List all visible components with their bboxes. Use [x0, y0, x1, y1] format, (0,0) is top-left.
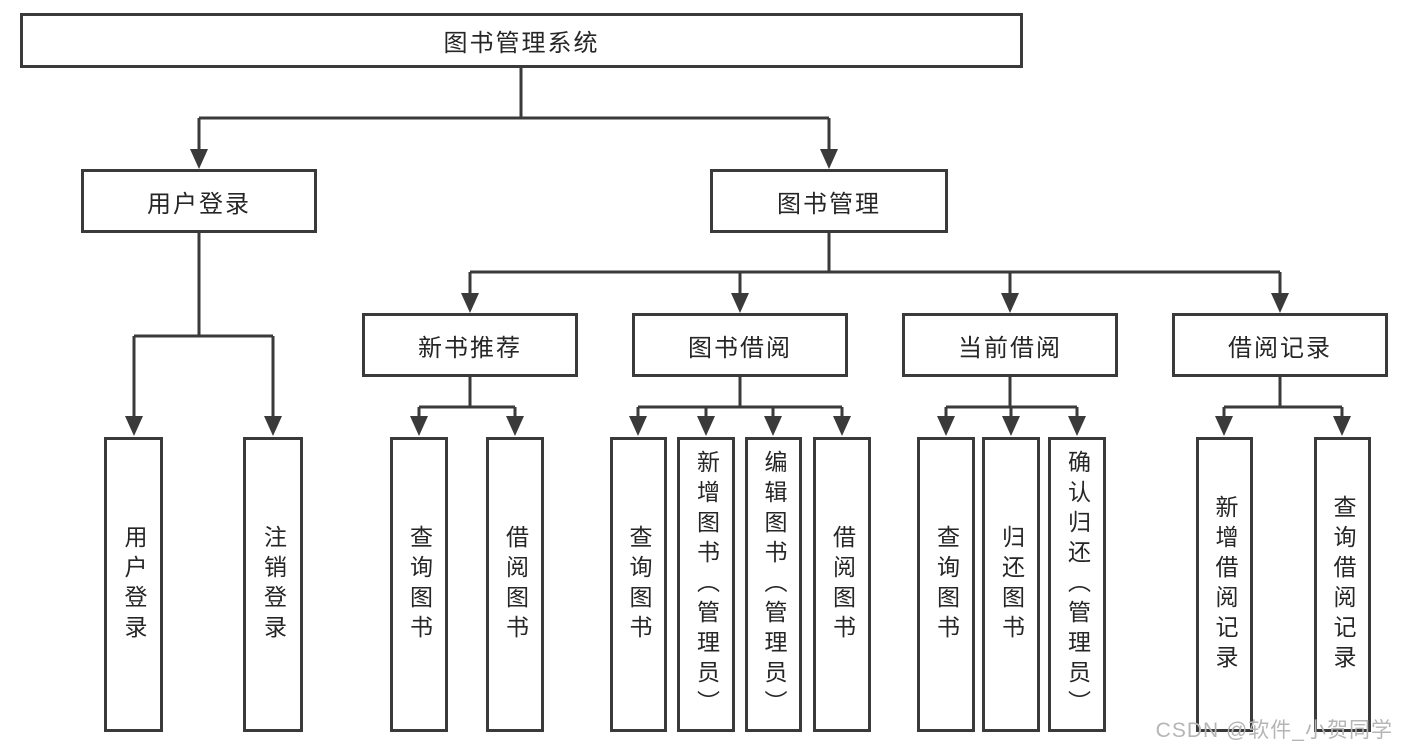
watermark-text: CSDN @软件_小贺同学	[1155, 719, 1393, 742]
node-current-borrow: 当前借阅	[902, 313, 1118, 377]
node-root-label: 图书管理系统	[443, 30, 600, 57]
node-user-login: 用户登录	[81, 169, 317, 233]
leaf-logout-label: 注销登录	[260, 524, 287, 645]
leaf-query-book-current: 查询图书	[917, 437, 975, 732]
leaf-query-book-borrow: 查询图书	[610, 437, 667, 732]
leaf-confirm-return-admin-label: 确认归还（管理员）	[1064, 449, 1091, 720]
node-new-book-recommend: 新书推荐	[362, 313, 578, 377]
leaf-query-borrow-record: 查询借阅记录	[1314, 437, 1371, 732]
leaf-borrow-book-recommend-label: 借阅图书	[502, 524, 529, 645]
node-borrow-record-label: 借阅记录	[1228, 334, 1332, 362]
leaf-confirm-return-admin: 确认归还（管理员）	[1048, 437, 1106, 732]
node-book-borrow-label: 图书借阅	[688, 334, 792, 362]
leaf-borrow-book: 借阅图书	[813, 437, 871, 732]
leaf-user-login: 用户登录	[104, 437, 163, 732]
leaf-edit-book-admin-label: 编辑图书（管理员）	[761, 449, 787, 720]
leaf-add-borrow-record: 新增借阅记录	[1196, 437, 1253, 732]
leaf-borrow-book-recommend: 借阅图书	[486, 437, 544, 732]
node-root: 图书管理系统	[20, 13, 1023, 68]
leaf-user-login-label: 用户登录	[121, 524, 147, 645]
leaf-edit-book-admin: 编辑图书（管理员）	[745, 437, 802, 732]
node-current-borrow-label: 当前借阅	[958, 334, 1062, 362]
leaf-add-book-admin: 新增图书（管理员）	[677, 437, 735, 732]
leaf-query-book-recommend-label: 查询图书	[406, 524, 433, 645]
leaf-query-book-recommend: 查询图书	[390, 437, 448, 732]
node-user-login-label: 用户登录	[147, 190, 251, 218]
node-book-management: 图书管理	[710, 169, 948, 233]
leaf-borrow-book-label: 借阅图书	[829, 524, 856, 645]
leaf-query-book-borrow-label: 查询图书	[626, 524, 652, 645]
leaf-return-book-label: 归还图书	[998, 524, 1025, 645]
leaf-query-book-current-label: 查询图书	[933, 524, 960, 645]
node-book-borrow: 图书借阅	[632, 313, 848, 377]
node-book-management-label: 图书管理	[777, 190, 881, 218]
leaf-return-book: 归还图书	[982, 437, 1040, 732]
node-new-book-recommend-label: 新书推荐	[418, 334, 522, 362]
leaf-add-borrow-record-label: 新增借阅记录	[1212, 494, 1238, 675]
node-borrow-record: 借阅记录	[1172, 313, 1388, 377]
leaf-add-book-admin-label: 新增图书（管理员）	[693, 449, 720, 720]
leaf-query-borrow-record-label: 查询借阅记录	[1330, 494, 1356, 675]
leaf-logout: 注销登录	[243, 437, 303, 732]
